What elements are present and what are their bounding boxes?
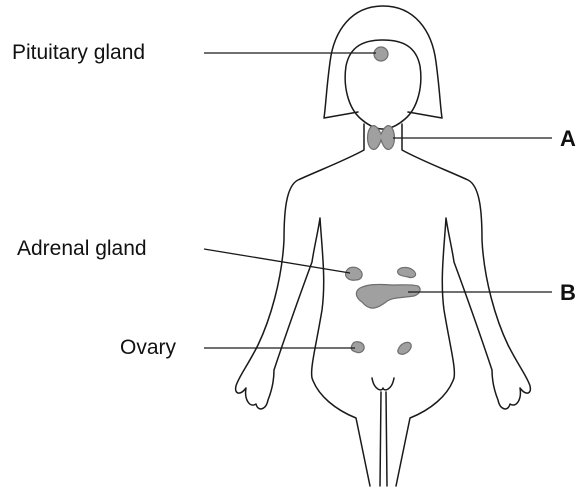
crotch-outline [372,378,394,390]
legs-outline [380,392,387,486]
adrenal-leader [204,249,350,273]
ovary-label: Ovary [120,337,176,358]
body-outline [236,6,531,486]
ovary-left-shape [351,342,364,353]
hair-outline [324,6,442,118]
pancreas-shape [356,284,420,308]
label-b: B [560,282,576,304]
pituitary-gland-label: Pituitary gland [12,42,145,63]
adrenal-gland-label: Adrenal gland [17,238,147,259]
torso-outline [236,124,531,486]
pituitary-gland-shape [374,47,388,61]
ovary-right-shape [398,342,411,354]
label-a: A [560,128,576,150]
adrenal-gland-right-shape [398,267,416,277]
adrenal-gland-left-shape [346,267,362,280]
glands [346,47,420,354]
